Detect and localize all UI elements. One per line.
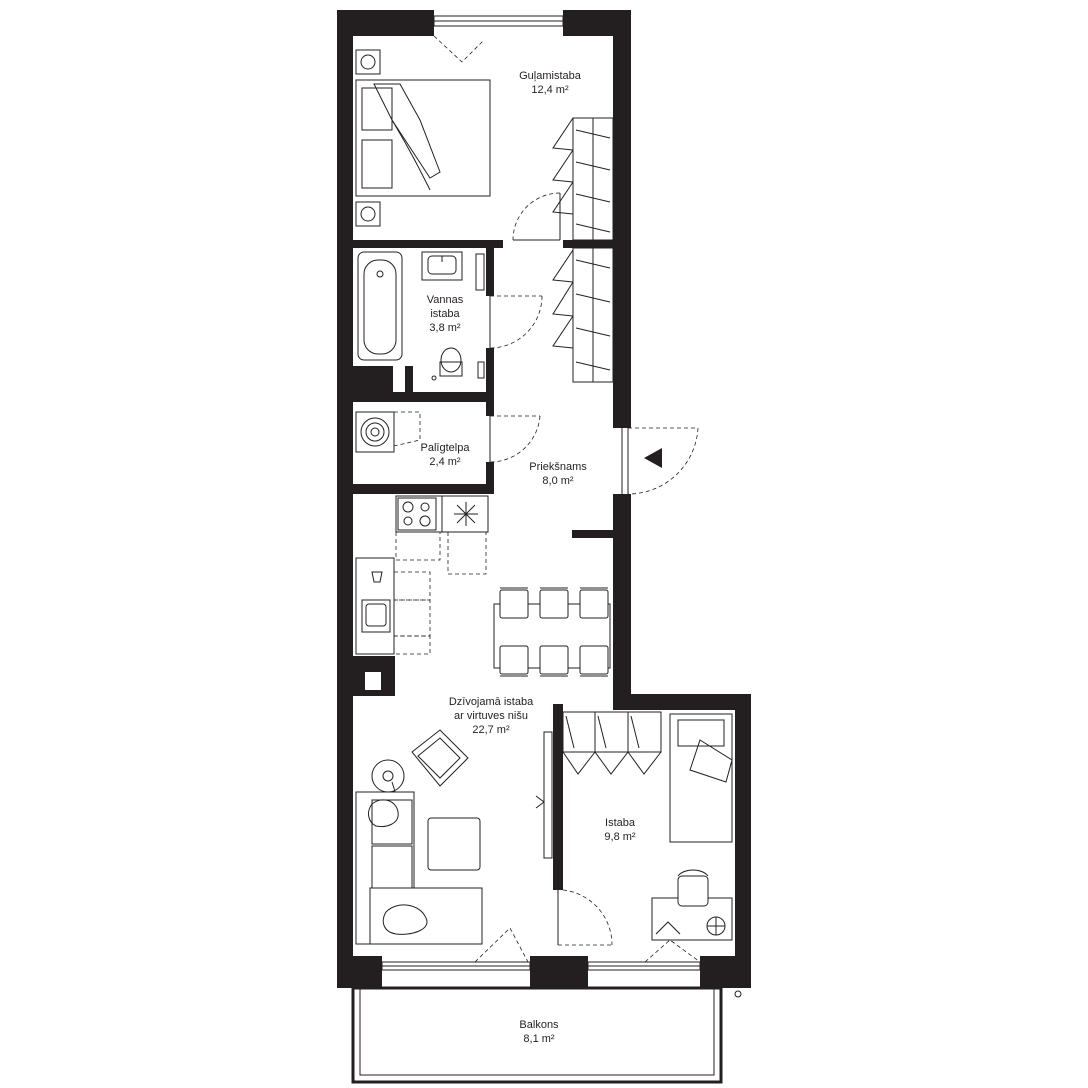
bathroom-name-line2: istaba [430,308,460,320]
tv-console [535,731,553,859]
room-area: 9,8 m² [604,831,636,843]
pouf [427,817,481,871]
hall-name: Priekšnams [529,461,587,473]
balcony-name: Balkons [519,1019,559,1031]
bathtub-icon [357,251,403,361]
wall-cutouts [365,672,381,690]
utility-name: Palīgtelpa [421,442,471,454]
sink-icon [421,251,463,281]
wardrobe-hall [552,247,614,383]
walls [337,10,751,988]
bed-single [669,713,733,843]
living-name-line2: ar virtuves nišu [454,710,528,722]
floor-drain [431,375,437,381]
wardrobe-bedroom [552,117,614,241]
fridge-sink [361,571,391,633]
toilet-icon [439,347,463,377]
wardrobe-room [562,711,662,775]
living-area: 22,7 m² [472,724,510,736]
labels: Guļamistaba 12,4 m² Vannas istaba 3,8 m²… [421,70,636,1045]
stove-icon [397,497,437,531]
utility-area: 2,4 m² [429,456,461,468]
valve [477,361,485,379]
bathroom-area: 3,8 m² [429,322,461,334]
washing-machine-icon [355,411,395,453]
kitchen-cabinet-swings [394,532,487,655]
bedroom-area: 12,4 m² [531,84,569,96]
entrance-arrow-icon [644,448,662,468]
living-name-line1: Dzīvojamā istaba [449,696,534,708]
nightstands [355,49,381,227]
towel-rail [475,253,485,291]
bedroom-name: Guļamistaba [519,70,582,82]
desk-chair [677,869,709,907]
windows [381,15,701,971]
sofa [355,791,483,945]
armchair [411,729,469,787]
bathroom-name-line1: Vannas [427,294,464,306]
extractor-icon [454,502,478,526]
hall-area: 8,0 m² [542,475,574,487]
balcony-area: 8,1 m² [523,1033,555,1045]
dining-chairs [499,587,609,677]
balcony-outline [351,986,742,1084]
bed-double [355,79,491,197]
room-name: Istaba [605,817,636,829]
kitchen-counter [355,495,489,655]
